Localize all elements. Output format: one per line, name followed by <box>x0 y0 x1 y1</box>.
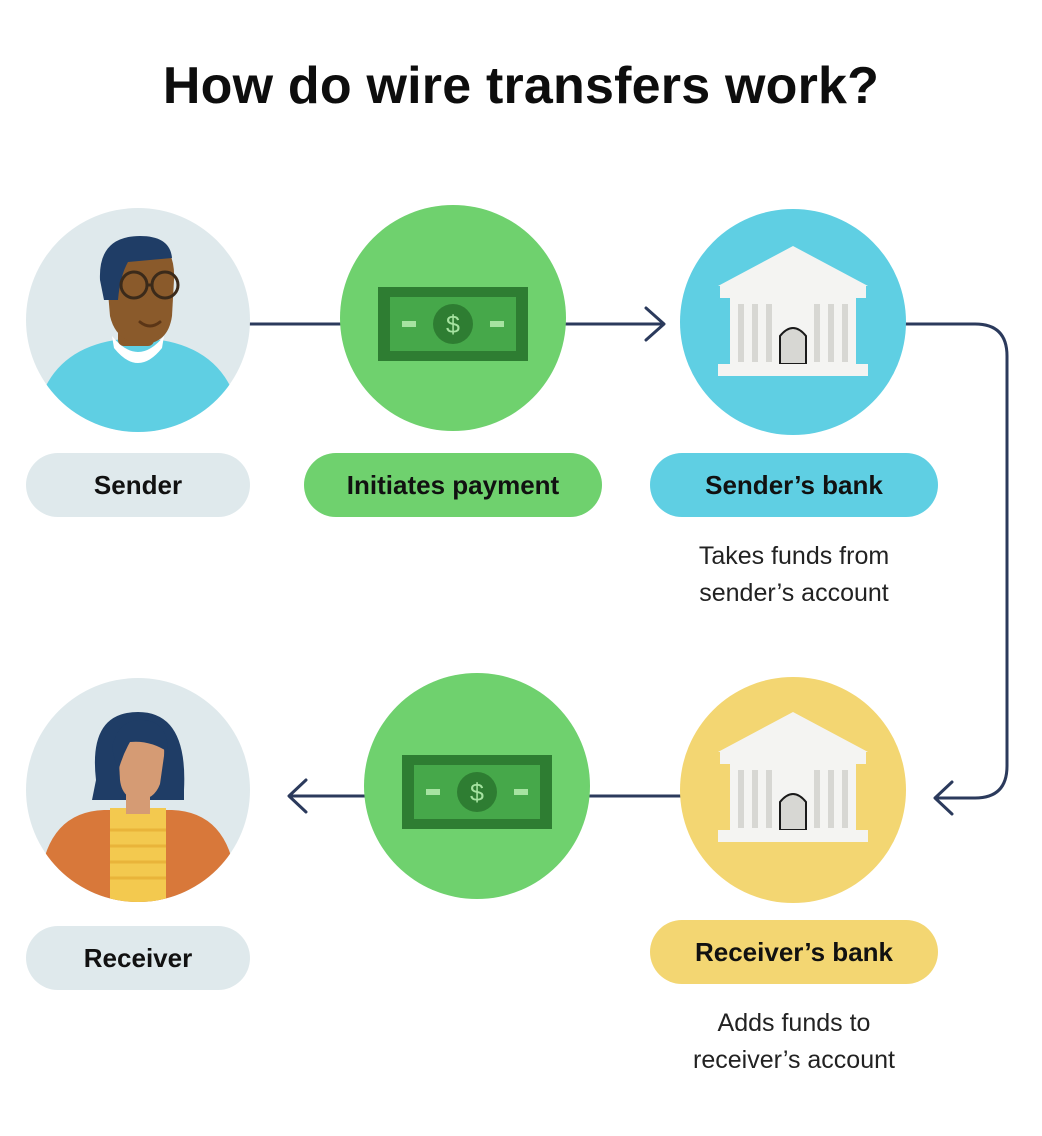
svg-text:$: $ <box>446 311 460 339</box>
sender-bank-description-line-1: Takes funds from <box>698 542 890 570</box>
connector-sender-bank-to-receiver-bank <box>903 322 1009 800</box>
receiver-bank-label-text: Receiver’s bank <box>694 936 893 967</box>
arrowhead-receiver <box>287 778 308 814</box>
receiver-avatar <box>26 678 250 902</box>
receiver-bank-icon <box>680 677 906 903</box>
connectors <box>248 306 1009 816</box>
sender-bank-description: Takes funds from sender’s account <box>634 538 954 612</box>
sender-bank-description-line-2: sender’s account <box>699 579 889 607</box>
receiver-bank-label: Receiver’s bank <box>650 920 938 984</box>
sender-avatar <box>26 208 250 432</box>
receiver-bank-description: Adds funds to receiver’s account <box>634 1005 954 1079</box>
initiates-payment-label: Initiates payment <box>304 453 602 517</box>
sender-bank-label-text: Sender’s bank <box>705 469 883 500</box>
page-title: How do wire transfers work? <box>162 57 880 115</box>
dollar-bill-icon: $ <box>364 673 590 899</box>
sender-bank-icon <box>680 209 906 435</box>
receiver-bank-description-line-1: Adds funds to <box>717 1009 871 1037</box>
sender-label-text: Sender <box>93 469 183 500</box>
receiver-label-text: Receiver <box>83 942 193 973</box>
dollar-bill-icon: $ <box>340 205 566 431</box>
sender-label: Sender <box>26 453 250 517</box>
initiates-payment-label-text: Initiates payment <box>346 469 560 500</box>
sender-bank-label: Sender’s bank <box>650 453 938 517</box>
receiver-bank-description-line-2: receiver’s account <box>693 1046 895 1074</box>
arrowhead-sender-bank <box>644 306 666 342</box>
receiver-label: Receiver <box>26 926 250 990</box>
arrowhead-receiver-bank <box>933 780 954 816</box>
svg-text:$: $ <box>470 779 484 807</box>
